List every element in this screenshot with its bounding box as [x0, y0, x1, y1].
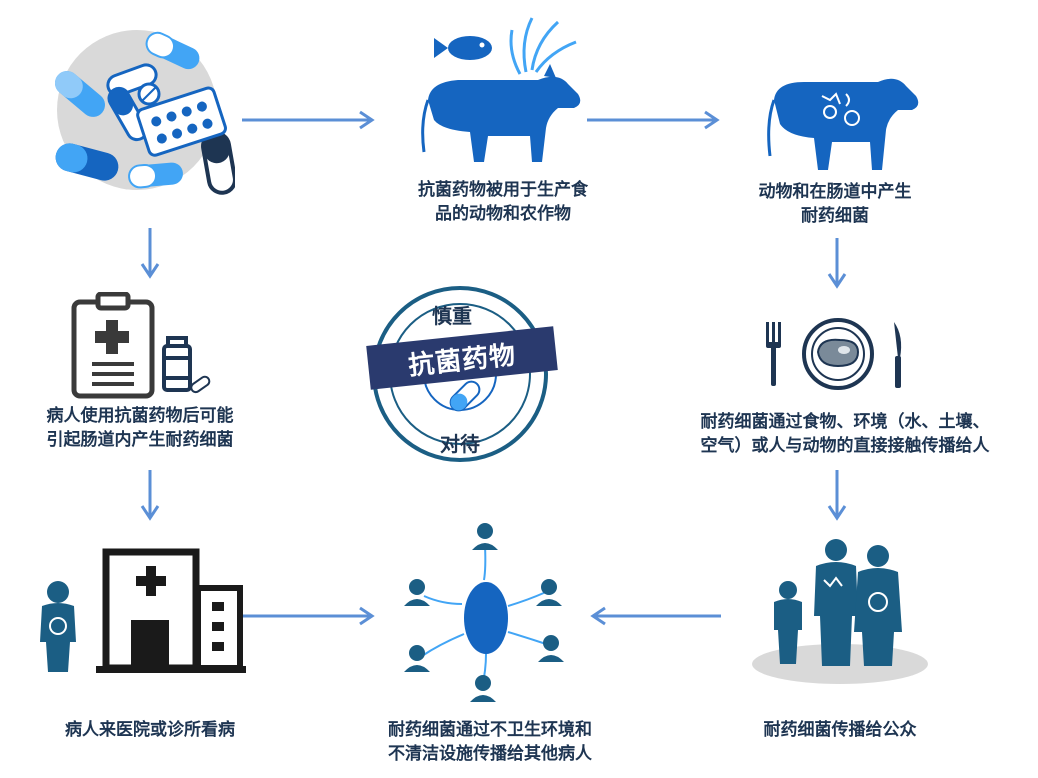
caption-line: 动物和在肠道中产生 — [758, 182, 912, 202]
caption-line: 耐药细菌通过食物、环境（水、土壤、 — [700, 412, 990, 432]
center-bottom-text: 对待 — [440, 432, 480, 456]
center-top-text: 慎重 — [432, 304, 472, 328]
pills-illustration — [45, 22, 235, 202]
bacterium-blob — [464, 582, 508, 654]
caption-line: 耐药细菌通过不卫生环境和 — [388, 720, 592, 740]
cow-feed-illustration — [408, 12, 598, 174]
person-icon — [538, 635, 564, 662]
medicine-bottle-icon — [162, 336, 192, 392]
caption-line: 病人使用抗菌药物后可能 — [46, 406, 234, 426]
blister-pack-icon — [136, 86, 227, 157]
arrow-patient-down — [140, 470, 160, 521]
step-caption-family: 耐药细菌传播给公众 — [730, 718, 950, 742]
caption-line: 病人来医院或诊所看病 — [65, 720, 235, 740]
family-illustration — [752, 536, 928, 686]
caption-line: 耐药细菌传播给公众 — [763, 720, 917, 740]
caption-line: 品的动物和农作物 — [435, 204, 571, 224]
person-icon — [470, 675, 496, 702]
fork-icon — [766, 322, 781, 386]
step-caption-network: 耐药细菌通过不卫生环境和 不清洁设施传播给其他病人 — [350, 718, 630, 766]
hospital-illustration — [36, 546, 246, 676]
person-icon — [404, 579, 430, 606]
adult-figure-icon — [814, 539, 858, 666]
person-icon — [404, 645, 430, 672]
capsule-icon — [145, 31, 200, 70]
medical-cross-icon — [95, 320, 129, 354]
child-figure-icon — [774, 581, 802, 664]
capsule-icon — [128, 162, 183, 189]
caption-line: 不清洁设施传播给其他病人 — [388, 744, 592, 764]
patient-clipboard-illustration — [68, 292, 218, 402]
capsule-icon — [54, 71, 106, 117]
arrow-food-down — [827, 470, 847, 521]
cow-icon — [767, 78, 919, 170]
capsule-icon — [201, 131, 235, 195]
step-caption-cow-feed: 抗菌药物被用于生产食 品的动物和农作物 — [360, 178, 646, 226]
knife-icon — [894, 322, 902, 388]
capsule-icon — [190, 375, 211, 394]
person-icon — [472, 523, 498, 550]
caption-line: 引起肠道内产生耐药细菌 — [46, 430, 234, 450]
hospital-building-icon — [96, 548, 246, 673]
tablet-icon — [137, 82, 161, 106]
person-icon — [536, 579, 562, 606]
capsule-icon — [107, 86, 149, 142]
wheat-icon — [509, 17, 577, 75]
caption-line: 耐药细菌 — [801, 206, 869, 226]
capsule-icon — [55, 143, 119, 181]
arrow-pills-down — [140, 228, 160, 279]
center-badge: 慎重 抗菌药物 对待 — [366, 282, 572, 482]
steak-icon — [816, 338, 860, 368]
arrow-family-to-network — [590, 606, 721, 626]
food-illustration — [758, 318, 918, 392]
caption-line: 抗菌药物被用于生产食 — [418, 180, 588, 200]
caption-line: 空气）或人与动物的直接接触传播给人 — [700, 436, 990, 456]
arrow-hospital-to-network — [242, 606, 375, 626]
arrow-pills-to-cow — [242, 110, 375, 130]
capsule-icon — [449, 380, 481, 412]
patient-figure-icon — [40, 581, 76, 672]
arrow-cow-to-cow-gut — [587, 110, 720, 130]
step-caption-hospital: 病人来医院或诊所看病 — [40, 718, 260, 742]
network-illustration — [400, 518, 570, 708]
bacteria-icon — [821, 92, 860, 126]
arrow-cow-gut-down — [827, 238, 847, 289]
center-banner-text: 抗菌药物 — [406, 339, 518, 382]
cow-gut-illustration — [760, 60, 930, 182]
cow-icon — [421, 64, 581, 162]
step-caption-cow-gut: 动物和在肠道中产生 耐药细菌 — [700, 180, 970, 228]
fish-icon — [434, 36, 492, 60]
clipboard-icon — [71, 292, 155, 399]
adult-figure-icon — [854, 545, 902, 666]
step-caption-patient: 病人使用抗菌药物后可能 引起肠道内产生耐药细菌 — [10, 404, 270, 452]
step-caption-food: 耐药细菌通过食物、环境（水、土壤、 空气）或人与动物的直接接触传播给人 — [660, 410, 1030, 458]
